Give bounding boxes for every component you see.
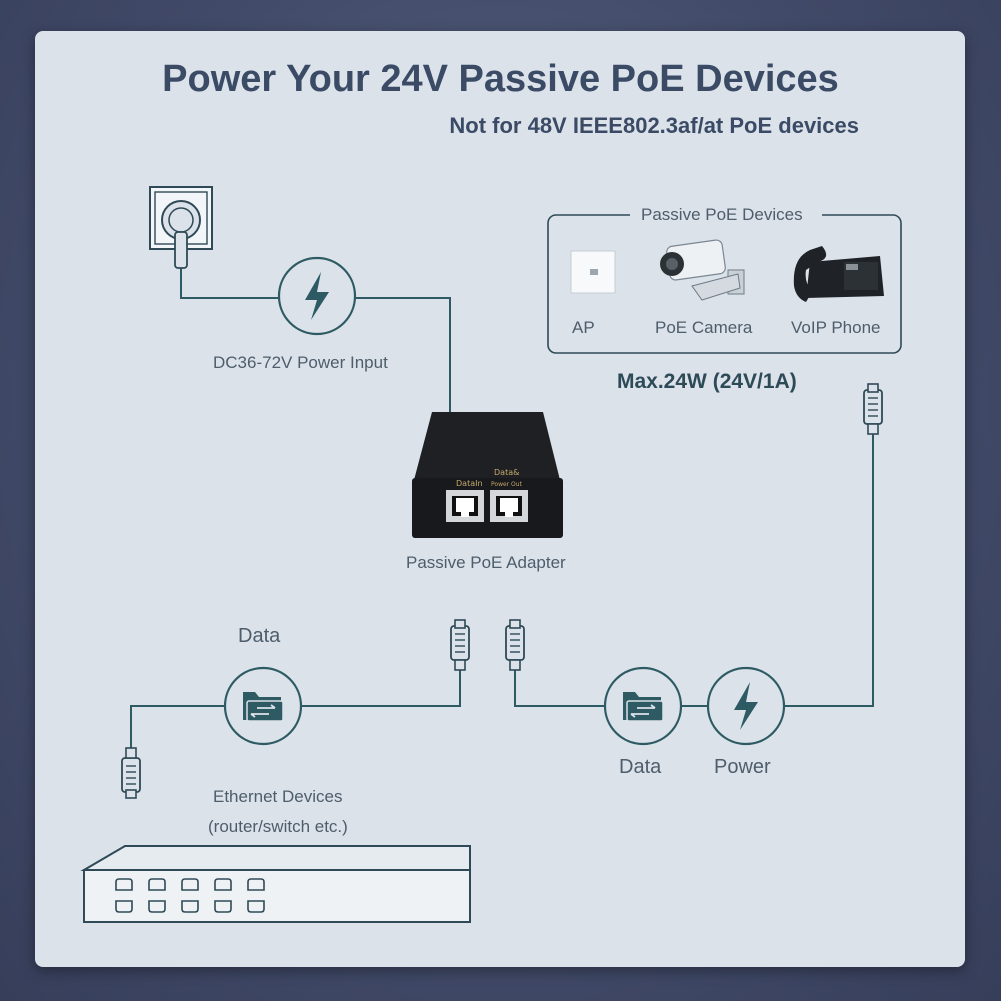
page-subtitle: Not for 48V IEEE802.3af/at PoE devices — [449, 113, 859, 138]
adapter-label: Passive PoE Adapter — [406, 553, 566, 572]
data-left-label: Data — [238, 625, 281, 647]
wall-outlet-icon — [149, 186, 213, 269]
camera-icon — [660, 239, 745, 301]
power-out-bolt-icon — [706, 666, 786, 746]
data-left-folder-icon — [223, 666, 303, 746]
ap-icon — [570, 250, 616, 294]
power-input-bolt-icon — [277, 256, 357, 336]
max-power-label: Max.24W (24V/1A) — [617, 370, 797, 393]
rj45-plug-icon — [450, 619, 470, 671]
switch-icon — [80, 845, 471, 923]
wires — [130, 268, 874, 752]
rj45-plug-icon — [505, 619, 525, 671]
ethernet-devices-note: (router/switch etc.) — [208, 817, 348, 836]
port-label-data-power-bottom: Power Out — [491, 481, 523, 488]
device-label-phone: VoIP Phone — [791, 318, 881, 337]
power-input-label: DC36-72V Power Input — [213, 353, 388, 372]
ethernet-devices-label: Ethernet Devices — [213, 787, 343, 806]
device-label-camera: PoE Camera — [655, 318, 753, 337]
data-right-folder-icon — [603, 666, 683, 746]
port-label-data-power-top: Data& — [494, 468, 519, 477]
phone-icon — [793, 246, 884, 302]
port-label-data-in: DataIn — [456, 479, 483, 488]
power-right-label: Power — [714, 756, 771, 778]
devices-box-title: Passive PoE Devices — [641, 205, 803, 224]
device-label-ap: AP — [572, 318, 595, 337]
page-title: Power Your 24V Passive PoE Devices — [162, 58, 839, 100]
rj45-plug-icon — [121, 747, 141, 799]
data-right-label: Data — [619, 756, 662, 778]
poe-adapter-device: DataIn Data& Power Out — [412, 412, 563, 538]
passive-poe-devices-box — [547, 204, 902, 354]
rj45-plug-icon — [863, 383, 883, 435]
